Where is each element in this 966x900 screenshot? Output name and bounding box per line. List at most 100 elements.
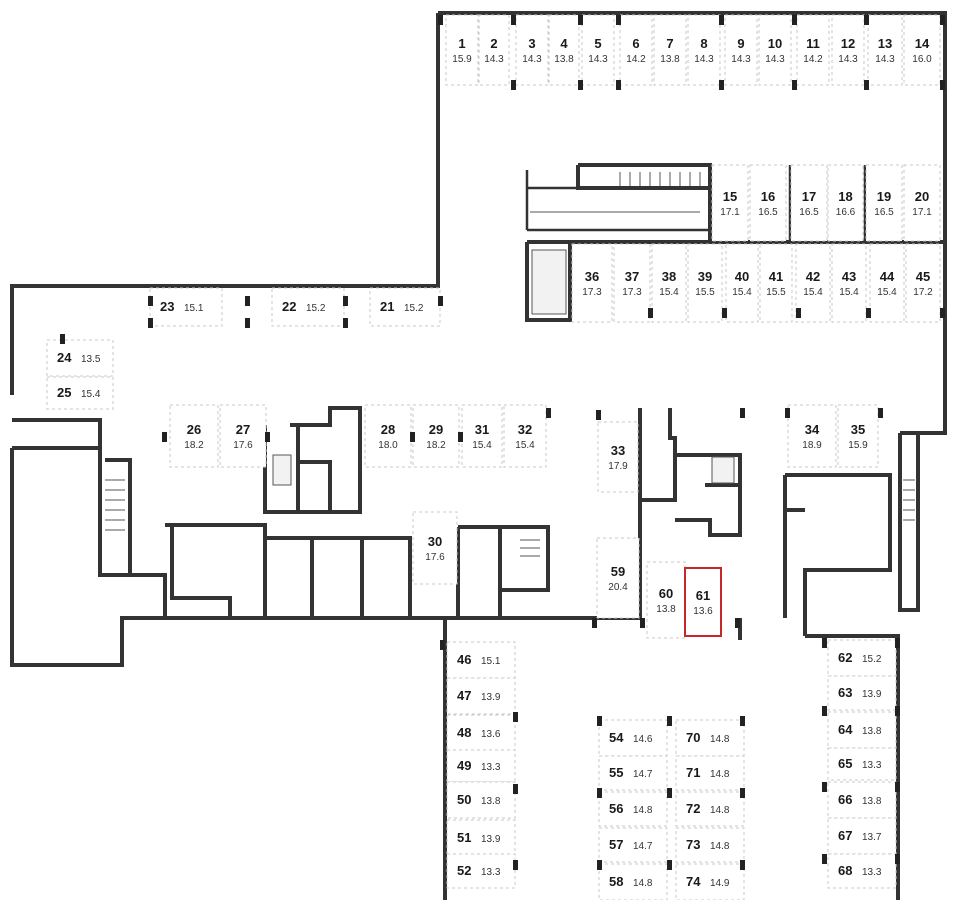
column-post [822, 782, 827, 792]
parking-space-5[interactable]: 514.3 [581, 14, 615, 86]
parking-space-3[interactable]: 314.3 [515, 14, 549, 86]
space-outline [827, 817, 897, 855]
column-post [735, 618, 740, 628]
parking-space-4[interactable]: 413.8 [548, 14, 580, 86]
column-post [864, 15, 869, 25]
parking-space-8[interactable]: 814.3 [687, 14, 721, 86]
space-area: 13.8 [660, 54, 680, 65]
space-area: 15.4 [515, 440, 535, 451]
column-post [822, 706, 827, 716]
space-outline [478, 14, 510, 86]
space-number: 44 [880, 269, 895, 284]
parking-slots: 115.9214.3314.3413.8514.3614.2713.8814.3… [46, 14, 941, 900]
space-outline [619, 14, 653, 86]
space-number: 15 [723, 189, 737, 204]
column-post [511, 15, 516, 25]
parking-space-9[interactable]: 914.3 [724, 14, 758, 86]
space-number: 23 [160, 299, 174, 314]
space-outline [827, 781, 897, 819]
column-post [511, 80, 516, 90]
column-post [616, 15, 621, 25]
space-area: 13.3 [481, 867, 501, 878]
space-area: 18.9 [802, 440, 822, 451]
space-number: 21 [380, 299, 394, 314]
space-outline [46, 376, 114, 410]
space-number: 9 [737, 36, 744, 51]
parking-space-2[interactable]: 214.3 [478, 14, 510, 86]
parking-space-7[interactable]: 713.8 [653, 14, 687, 86]
parking-space-1[interactable]: 115.9 [445, 14, 479, 86]
column-post [822, 854, 827, 864]
space-outline [446, 714, 516, 752]
space-number: 64 [838, 722, 853, 737]
space-outline [548, 14, 580, 86]
parking-space-6[interactable]: 614.2 [619, 14, 653, 86]
column-post [895, 638, 900, 648]
space-outline [724, 14, 758, 86]
